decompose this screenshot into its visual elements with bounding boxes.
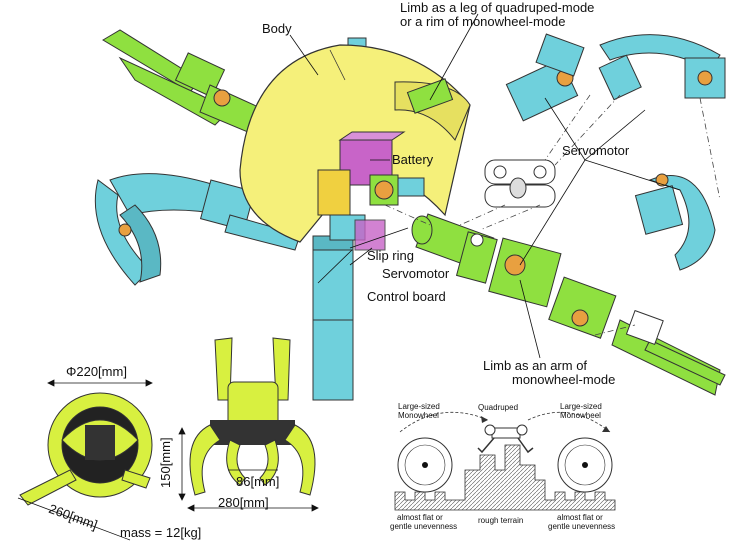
label-limb-arm-2: monowheel-mode <box>512 372 616 387</box>
terrain-rough: rough terrain <box>478 516 524 525</box>
connector-lines <box>384 94 721 336</box>
mass-label: mass = 12[kg] <box>120 525 202 540</box>
left-claw-limb <box>94 173 301 286</box>
photo-monowheel <box>19 392 153 506</box>
label-servomotor-right: Servomotor <box>562 143 630 158</box>
mode-large-left-2: Monowheel <box>398 411 439 420</box>
label-limb-leg-1: Limb as a leg of quadruped-mode <box>400 0 595 15</box>
exploded-limb-top <box>505 33 726 122</box>
mode-large-left-1: Large-sized <box>398 402 440 411</box>
dim-150: 150[mm] <box>158 437 173 488</box>
link-bracket <box>484 159 556 208</box>
terrain-flat-left-1: almost flat or <box>397 513 443 522</box>
left-arm-green <box>102 29 266 136</box>
dim-diameter: Φ220[mm] <box>66 364 127 379</box>
dim-86: 86[mm] <box>236 474 280 489</box>
internal-components <box>317 78 454 251</box>
label-slip-ring: Slip ring <box>367 248 414 263</box>
slip-ring-assembly <box>411 213 498 284</box>
leader-lines <box>289 13 681 359</box>
label-battery: Battery <box>392 152 434 167</box>
right-claw <box>634 173 716 271</box>
mode-quadruped: Quadruped <box>478 403 519 412</box>
terrain-flat-right-2: gentle unevenness <box>548 522 616 531</box>
dim-280: 280[mm] <box>218 495 269 510</box>
mode-large-right-1: Large-sized <box>560 402 602 411</box>
label-limb-leg-2: or a rim of monowheel-mode <box>400 14 566 29</box>
label-servomotor-center: Servomotor <box>382 266 450 281</box>
terrain-flat-left-2: gentle unevenness <box>390 522 458 531</box>
terrain-flat-right-1: almost flat or <box>557 513 603 522</box>
photo-quadruped <box>189 337 316 496</box>
label-body: Body <box>262 21 292 36</box>
label-control-board: Control board <box>367 289 446 304</box>
dimension-lines <box>17 379 319 541</box>
mode-illustration <box>394 411 616 511</box>
mode-large-right-2: Monowheel <box>560 411 601 420</box>
green-arm-assembly <box>488 237 726 396</box>
label-limb-arm-1: Limb as an arm of <box>483 358 588 373</box>
